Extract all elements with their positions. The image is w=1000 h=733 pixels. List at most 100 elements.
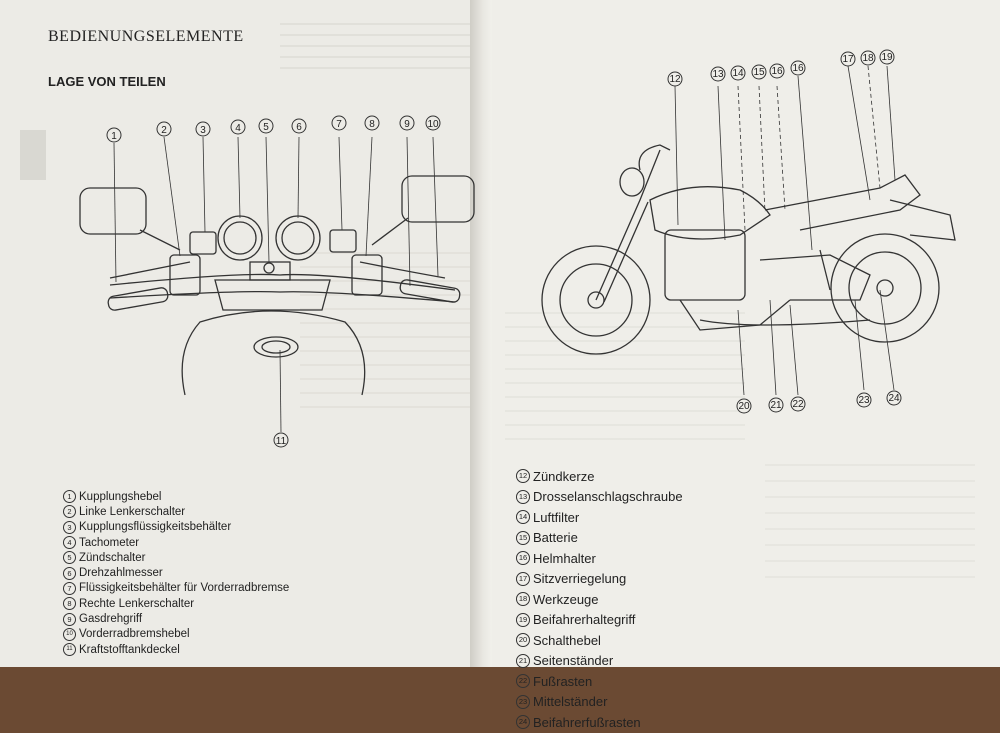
legend-number: 13 <box>516 489 530 504</box>
legend-number: 8 <box>63 597 76 611</box>
legend-label: Zündschalter <box>79 551 146 564</box>
svg-text:22: 22 <box>792 399 804 410</box>
callout-7: 7 <box>331 115 347 131</box>
callout-12: 12 <box>667 71 683 87</box>
brake-lever-shape <box>359 261 446 279</box>
legend-label: Fußrasten <box>533 673 593 689</box>
right-callouts-bottom: 20 21 22 23 24 <box>736 390 902 414</box>
legend-label: Linke Lenkerschalter <box>79 505 186 518</box>
bleed-through-text <box>300 240 470 410</box>
legend-label: Batterie <box>533 530 578 546</box>
left-mirror <box>79 187 147 235</box>
subsection-title: LAGE VON TEILEN <box>48 74 166 89</box>
callout-22: 22 <box>790 396 806 412</box>
right-callouts-top: 12 13 14 15 16 16 17 18 19 <box>667 49 895 87</box>
legend-number: 3 <box>63 520 76 534</box>
svg-text:11: 11 <box>276 436 287 447</box>
legend-number: 10 <box>63 627 76 641</box>
legend-number: 2 <box>63 505 76 519</box>
legend-number: 14 <box>516 510 530 525</box>
callout-14: 14 <box>730 65 746 81</box>
bleed-through-text <box>765 450 975 590</box>
callout-19: 19 <box>879 49 895 65</box>
svg-text:19: 19 <box>881 52 893 63</box>
legend-number: 16 <box>516 551 530 566</box>
legend-number: 18 <box>516 592 530 607</box>
svg-text:14: 14 <box>732 68 744 79</box>
svg-text:16: 16 <box>792 63 804 74</box>
legend-label: Flüssigkeitsbehälter für Vorderradbremse <box>79 582 290 595</box>
callout-4: 4 <box>230 119 246 135</box>
legend-label: Vorderradbremshebel <box>79 628 190 641</box>
front-fork <box>595 149 661 301</box>
legend-label: Mittelständer <box>533 694 608 710</box>
svg-text:13: 13 <box>712 69 724 80</box>
svg-text:23: 23 <box>858 395 870 406</box>
legend-number: 12 <box>516 469 530 484</box>
callout-16: 16 <box>769 63 785 79</box>
fuel-tank-side <box>649 186 771 240</box>
svg-text:12: 12 <box>669 74 681 85</box>
legend-number: 19 <box>516 612 530 627</box>
legend-label: Drosselanschlagschraube <box>533 489 683 505</box>
callout-16-second: 16 <box>790 60 806 76</box>
legend-label: Gasdrehgriff <box>79 613 143 626</box>
legend-label: Luftfilter <box>533 509 580 525</box>
legend-label: Helmhalter <box>533 550 596 566</box>
engine-block <box>664 229 746 301</box>
handlebar <box>109 273 456 291</box>
legend-label: Kupplungsflüssigkeitsbehälter <box>79 521 232 534</box>
legend-number: 22 <box>516 674 530 689</box>
legend-label: Tachometer <box>79 536 140 549</box>
legend-number: 20 <box>516 633 530 648</box>
legend-label: Drehzahlmesser <box>79 567 163 580</box>
svg-text:8: 8 <box>369 119 375 130</box>
svg-text:17: 17 <box>842 54 854 65</box>
svg-text:18: 18 <box>862 53 874 64</box>
svg-text:7: 7 <box>336 119 342 130</box>
svg-text:1: 1 <box>111 131 117 142</box>
svg-text:6: 6 <box>296 122 302 133</box>
left-callouts: 1 2 3 4 5 6 7 8 9 10 11 <box>106 115 441 448</box>
callout-5: 5 <box>258 118 274 134</box>
legend-label: Rechte Lenkerschalter <box>79 597 195 610</box>
legend-number: 9 <box>63 612 76 626</box>
callout-21: 21 <box>768 397 784 413</box>
headlight <box>619 167 645 197</box>
legend-number: 17 <box>516 571 530 586</box>
bleed-through-text <box>280 14 470 74</box>
svg-text:10: 10 <box>427 119 439 130</box>
legend-number: 6 <box>63 566 76 580</box>
legend-number: 7 <box>63 581 76 595</box>
rear-wheel <box>830 233 940 343</box>
legend-number: 4 <box>63 536 76 550</box>
svg-text:3: 3 <box>200 125 206 136</box>
legend-label: Sitzverriegelung <box>533 571 627 587</box>
callout-2: 2 <box>156 121 172 137</box>
callout-13: 13 <box>710 66 726 82</box>
svg-text:9: 9 <box>404 119 410 130</box>
legend-label: Beifahrerfußrasten <box>533 714 641 730</box>
legend-number: 21 <box>516 653 530 668</box>
svg-text:15: 15 <box>753 67 765 78</box>
callout-8: 8 <box>364 115 380 131</box>
seat <box>764 174 921 231</box>
right-mirror <box>401 175 475 223</box>
legend-number: 1 <box>63 490 76 504</box>
motorcycle-illustration: 12 13 14 15 16 16 17 18 19 20 21 22 23 2… <box>541 49 956 414</box>
